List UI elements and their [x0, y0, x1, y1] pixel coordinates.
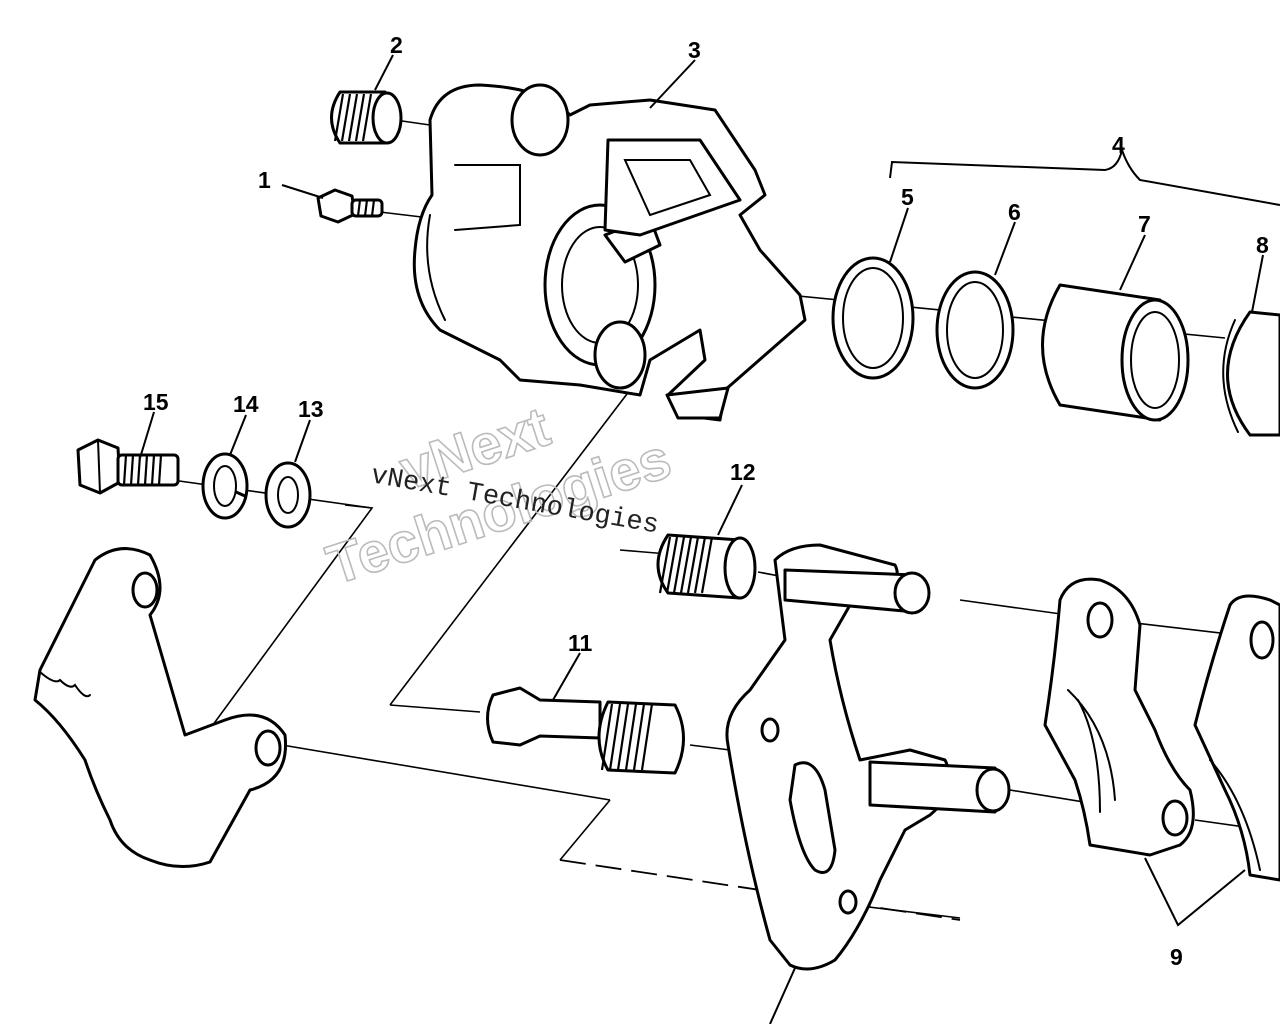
part-8-boot	[1222, 310, 1280, 437]
callout-5: 5	[901, 184, 914, 210]
part-9-brake-pads	[1043, 577, 1280, 927]
part-6-seal	[935, 270, 1015, 390]
part-13-washer	[264, 461, 312, 529]
callout-numbers: 1 2 3 4 5 6 7 8 9 11 12 13 14 15	[143, 32, 1269, 970]
part-4-bracket	[889, 146, 1280, 206]
callout-6: 6	[1008, 199, 1021, 225]
part-7-piston	[1041, 283, 1190, 422]
callout-1: 1	[258, 167, 271, 193]
callout-leaders	[139, 54, 1264, 701]
part-5-seal	[831, 256, 915, 380]
callout-8: 8	[1256, 232, 1269, 258]
callout-4: 4	[1112, 132, 1125, 158]
callout-2: 2	[390, 32, 403, 58]
callout-13: 13	[298, 396, 324, 422]
callout-12: 12	[730, 459, 756, 485]
watermark: vNext Technologies vNext Technologies	[318, 394, 678, 598]
callout-7: 7	[1138, 211, 1151, 237]
callout-11: 11	[568, 630, 593, 656]
part-12-threaded-bushing	[656, 533, 757, 600]
part-3-caliper-body	[412, 83, 807, 422]
mounting-knuckle	[33, 547, 288, 868]
callout-9: 9	[1170, 944, 1183, 970]
callout-14: 14	[233, 391, 259, 417]
part-2-threaded-plug	[330, 90, 403, 145]
part-14-lock-washer	[201, 452, 249, 520]
part-1-bleeder-screw	[316, 188, 384, 224]
caliper-mount-bracket	[725, 543, 1011, 1024]
part-11-guide-pin	[486, 686, 685, 775]
part-15-bolt	[76, 438, 180, 495]
callout-15: 15	[143, 389, 169, 415]
callout-3: 3	[688, 37, 701, 63]
